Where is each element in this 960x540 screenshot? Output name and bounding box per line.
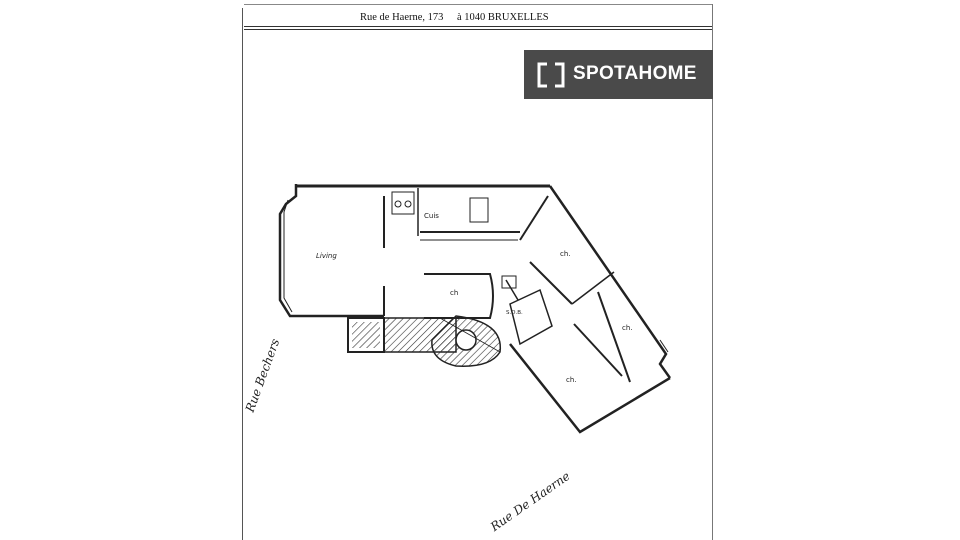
room-label-ch-mid: ch. bbox=[622, 324, 633, 332]
staircase-core bbox=[347, 315, 501, 367]
header-rule bbox=[244, 26, 712, 27]
header-address: Rue de Haerne, 173 bbox=[360, 12, 444, 23]
document-header: Rue de Haerne, 173 à 1040 BRUXELLES bbox=[244, 10, 712, 26]
room-label-ch-top: ch. bbox=[560, 250, 571, 258]
sheet-left-edge bbox=[242, 8, 243, 540]
main-block-walls bbox=[278, 184, 550, 319]
room-label-living: Living bbox=[316, 252, 337, 260]
spotahome-logo: SPOTAHOME bbox=[524, 50, 713, 99]
bedroom-wing-walls bbox=[501, 185, 672, 434]
room-label-cuisine: Cuis bbox=[424, 212, 439, 220]
sheet-right-edge bbox=[712, 4, 713, 540]
header-rule-double bbox=[244, 29, 712, 30]
sheet-top-edge bbox=[244, 4, 712, 5]
room-label-sdb: S.D.B. bbox=[506, 310, 523, 316]
logo-wordmark: SPOTAHOME bbox=[573, 63, 697, 84]
room-label-ch-center: ch bbox=[450, 289, 458, 297]
spotahome-bracket-icon bbox=[537, 62, 565, 88]
room-label-ch-bottom: ch. bbox=[566, 376, 577, 384]
header-city: à 1040 BRUXELLES bbox=[457, 12, 549, 23]
